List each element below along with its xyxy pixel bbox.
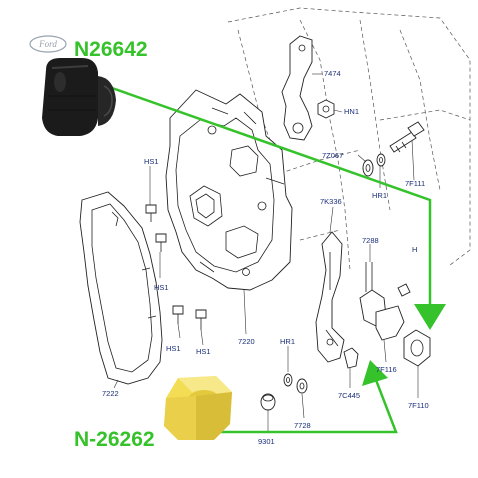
label-7288: 7288 xyxy=(362,236,379,245)
hs1-screw-c xyxy=(172,305,184,324)
bushing-7f110 xyxy=(403,329,431,367)
hs1-screw-b xyxy=(155,233,167,252)
hs1-screws xyxy=(145,204,207,330)
washer-hr1-mid xyxy=(283,373,293,387)
lever-7k336 xyxy=(315,231,345,363)
washer-7728 xyxy=(296,378,308,394)
shaft-7f111 xyxy=(389,121,425,153)
label-7220: 7220 xyxy=(238,337,255,346)
cap-9301 xyxy=(260,393,276,411)
cover-plate-7222 xyxy=(79,191,163,385)
label-7222: 7222 xyxy=(102,389,119,398)
callout-arrows xyxy=(111,86,446,434)
label-hs1-c: HS1 xyxy=(166,344,181,353)
callout-top-part-number: N26642 xyxy=(74,38,148,61)
label-7f116: 7F116 xyxy=(376,365,397,374)
label-7f110: 7F110 xyxy=(408,401,429,410)
ford-logo: Ford xyxy=(29,35,67,53)
shaft-assembly-7f116 xyxy=(359,262,411,341)
hs1-screw-a xyxy=(145,204,157,222)
photo-black-rubber-bump-stop xyxy=(42,58,116,136)
arrowhead-top-icon xyxy=(414,304,446,330)
callout-bottom-part-number: N-26262 xyxy=(74,428,155,451)
label-hs1-b: HS1 xyxy=(154,283,169,292)
washer-7z067 xyxy=(362,159,374,177)
ford-logo-text: Ford xyxy=(38,39,57,49)
label-7f111: 7F111 xyxy=(405,179,425,188)
label-7474: 7474 xyxy=(324,69,341,78)
label-hr1-top: HR1 xyxy=(372,191,387,200)
leader-lines xyxy=(113,73,419,432)
label-7c445: 7C445 xyxy=(338,391,360,400)
label-h-partial: H xyxy=(412,245,417,254)
bracket-7474 xyxy=(281,35,313,141)
washer-hr1-top xyxy=(376,153,386,167)
label-hs1-d: HS1 xyxy=(196,347,211,356)
label-hn1: HN1 xyxy=(344,107,359,116)
label-9301: 9301 xyxy=(258,437,275,446)
label-7z067: 7Z067 xyxy=(322,151,343,160)
label-hs1-a: HS1 xyxy=(144,157,159,166)
arrowhead-bottom-icon xyxy=(362,360,388,386)
transmission-case-7220 xyxy=(165,89,293,291)
label-7728: 7728 xyxy=(294,421,311,430)
label-hr1-mid: HR1 xyxy=(280,337,295,346)
label-7k336: 7K336 xyxy=(320,197,342,206)
hs1-screw-d xyxy=(195,309,207,330)
nut-hn1 xyxy=(317,99,335,119)
bushing-7c445 xyxy=(343,347,359,369)
photo-yellow-plastic-bushing xyxy=(164,376,232,440)
